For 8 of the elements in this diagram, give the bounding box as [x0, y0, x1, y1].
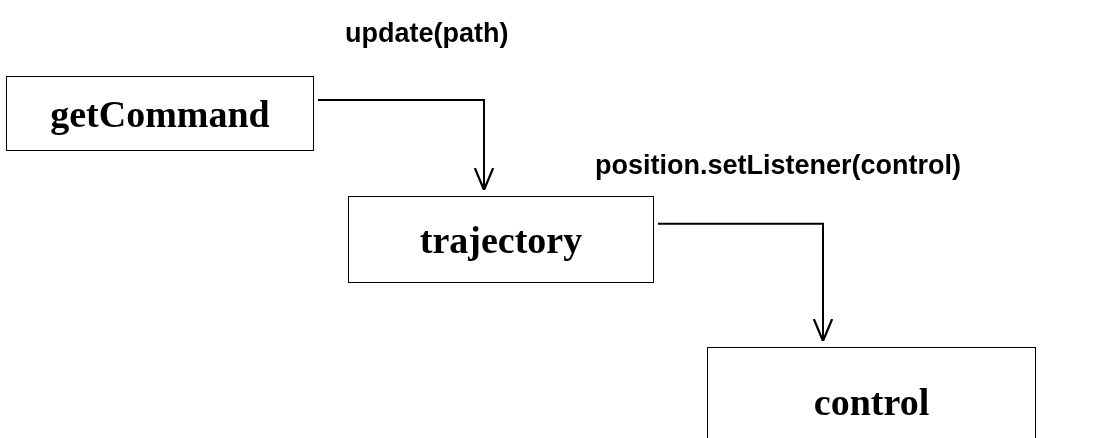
process-box — [707, 347, 1036, 438]
arrow — [657, 222, 834, 343]
arrow — [317, 99, 495, 192]
box-label: trajectory — [419, 217, 583, 262]
box-label: control — [813, 380, 930, 424]
box-label: getCommand — [50, 91, 270, 136]
process-box — [348, 196, 654, 283]
process-box — [6, 76, 314, 151]
